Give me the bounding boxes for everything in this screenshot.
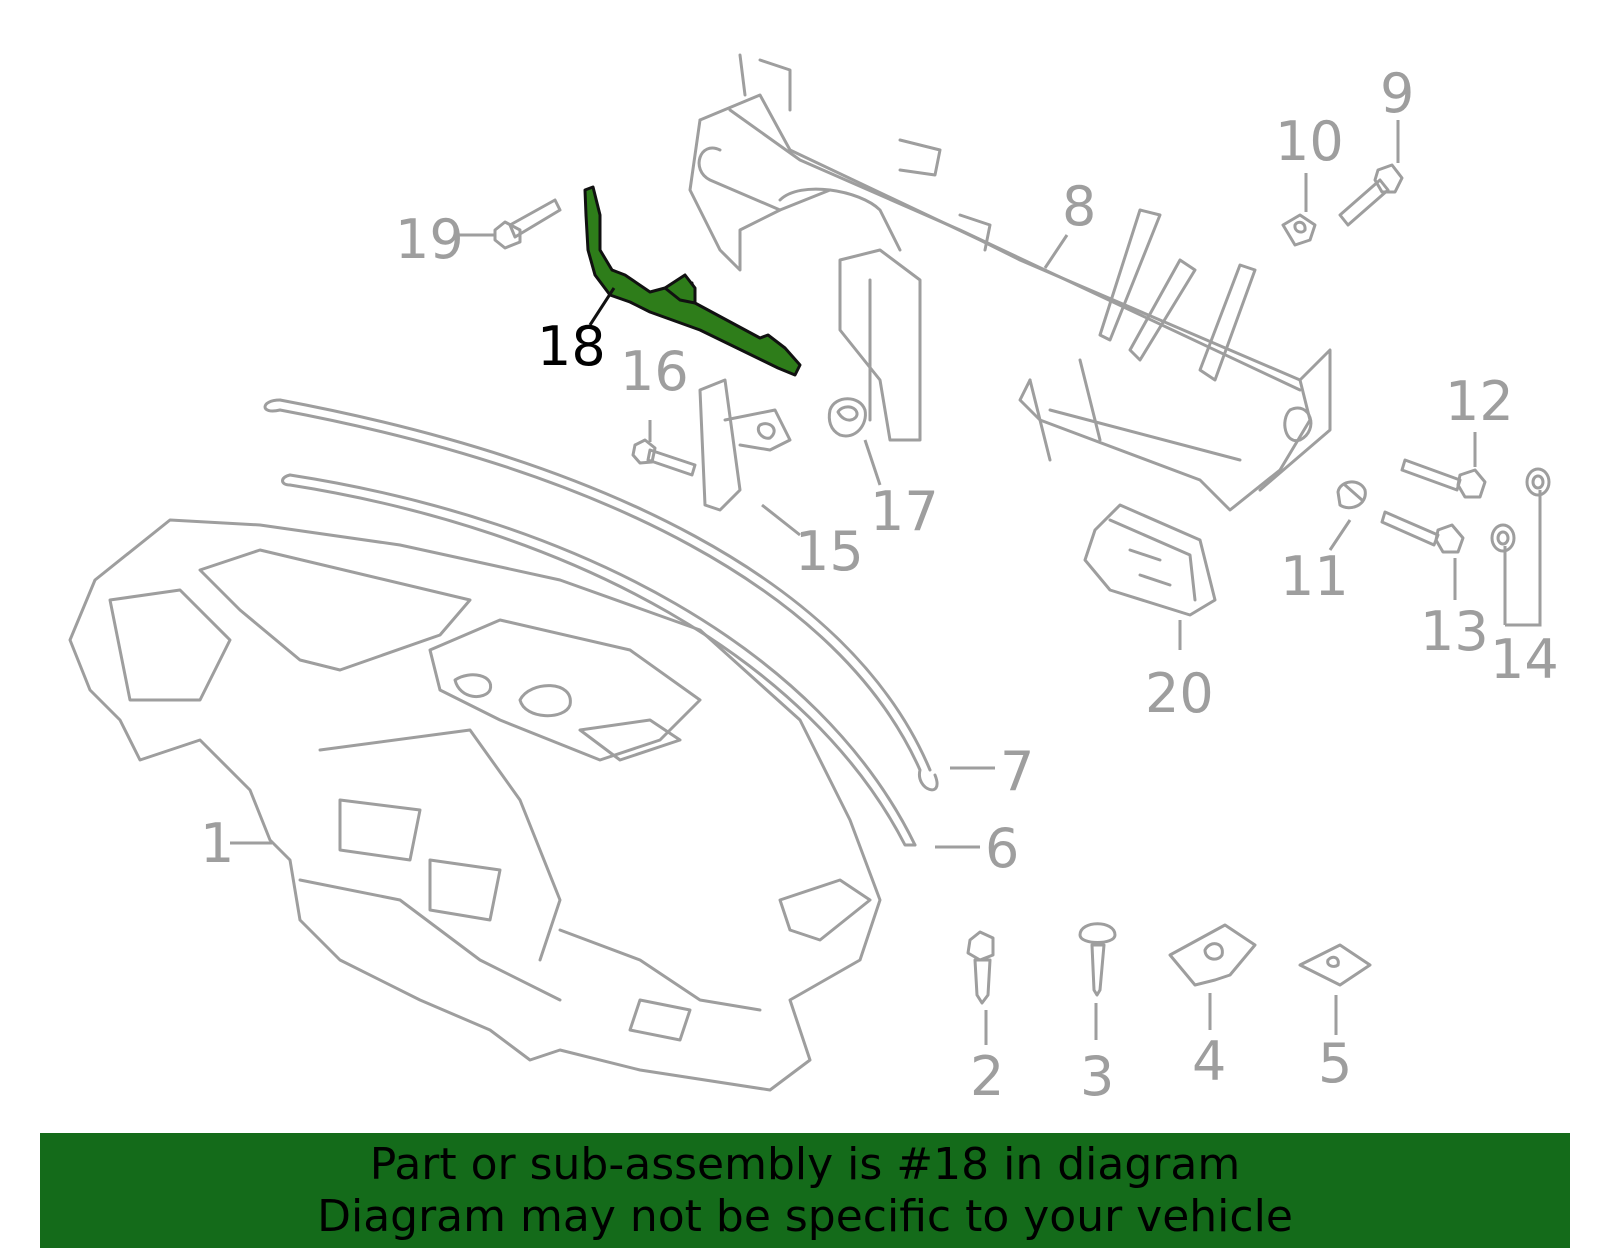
clip-10 — [1281, 213, 1317, 247]
callout-5: 5 — [1318, 1032, 1352, 1095]
clip-nut-4 — [1168, 923, 1257, 987]
callout-numbers: 1 2 3 4 5 6 7 8 9 10 11 12 13 14 15 16 1… — [200, 62, 1559, 1108]
highlighted-part-18 — [583, 185, 802, 377]
bolt-16 — [631, 438, 697, 477]
callout-2: 2 — [970, 1045, 1004, 1108]
info-banner: Part or sub-assembly is #18 in diagram D… — [40, 1133, 1570, 1248]
banner-line-1: Part or sub-assembly is #18 in diagram — [369, 1138, 1241, 1190]
washers-14 — [1490, 467, 1551, 553]
callout-4: 4 — [1192, 1030, 1226, 1093]
callout-12: 12 — [1445, 370, 1514, 433]
screw-3 — [1078, 922, 1117, 997]
bracket-15 — [698, 378, 792, 512]
callout-18: 18 — [537, 315, 606, 378]
bolt-19 — [493, 198, 562, 250]
callout-11: 11 — [1280, 545, 1349, 608]
callout-6: 6 — [985, 817, 1019, 880]
callout-8: 8 — [1062, 175, 1096, 238]
instrument-panel — [68, 518, 882, 1092]
seal-strip-7 — [263, 398, 939, 792]
callout-13: 13 — [1420, 600, 1489, 663]
callout-20: 20 — [1145, 662, 1214, 725]
callout-7: 7 — [1000, 740, 1034, 803]
bolt-12 — [1400, 458, 1487, 499]
bolt-13 — [1380, 510, 1465, 554]
cross-car-beam — [688, 53, 1332, 512]
callout-9: 9 — [1380, 62, 1414, 125]
clip-nut-5 — [1298, 943, 1372, 987]
callout-19: 19 — [395, 208, 464, 271]
nut-11 — [1336, 480, 1367, 510]
callout-16: 16 — [620, 340, 689, 403]
clip-17 — [827, 397, 867, 438]
banner-line-2: Diagram may not be specific to your vehi… — [317, 1190, 1293, 1242]
bolt-9 — [1338, 163, 1404, 227]
callout-leaders — [230, 120, 1542, 1045]
bolt-2 — [966, 930, 995, 1005]
seal-strip-6 — [281, 473, 917, 847]
callout-3: 3 — [1080, 1045, 1114, 1108]
airbag-module-20 — [1083, 503, 1217, 617]
callout-15: 15 — [795, 520, 864, 583]
callout-14: 14 — [1490, 628, 1559, 691]
callout-17: 17 — [870, 480, 939, 543]
callout-10: 10 — [1275, 110, 1344, 173]
callout-1: 1 — [200, 812, 234, 875]
